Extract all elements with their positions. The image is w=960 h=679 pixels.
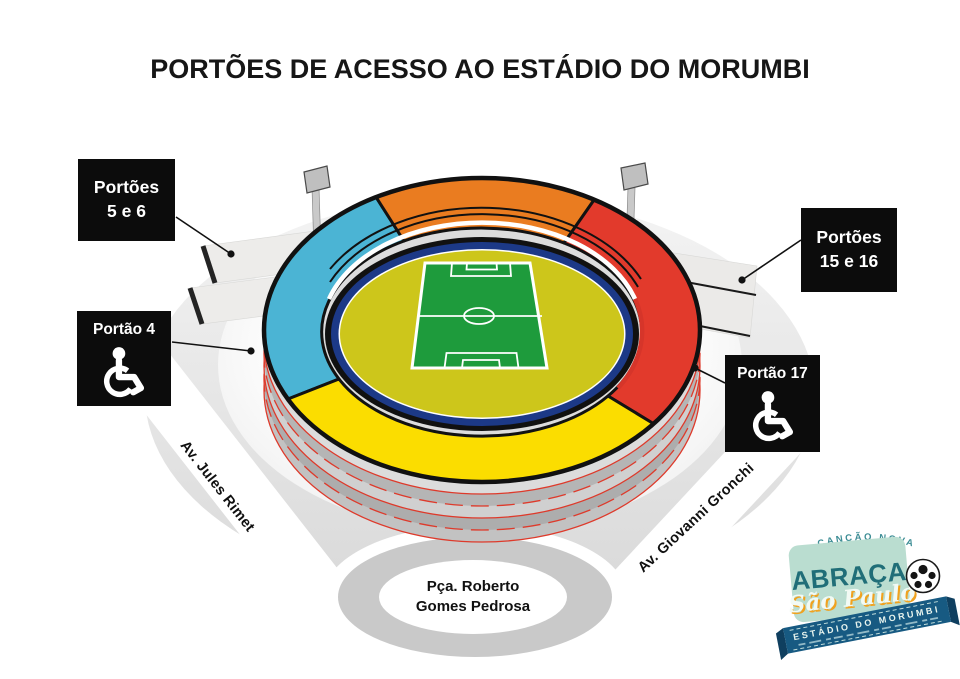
leader-gates-5-6 <box>175 216 232 255</box>
page-title: PORTÕES DE ACESSO AO ESTÁDIO DO MORUMBI <box>150 54 810 84</box>
wheelchair-icon <box>103 347 145 398</box>
gate-5-6-line1: Portões <box>93 177 160 198</box>
leader-gates-15-16 <box>741 239 802 281</box>
concourse-arcs <box>326 206 645 390</box>
leader-dots <box>227 250 746 372</box>
gate-label-5-6: Portões 5 e 6 <box>78 159 175 241</box>
roundabout-center <box>379 560 567 634</box>
leader-gate-17 <box>694 367 726 384</box>
leader-lines <box>171 216 802 384</box>
plaza-label: Pça. Roberto Gomes Pedrosa <box>388 577 558 618</box>
gate-label-4: Portão 4 <box>77 311 171 406</box>
plaza-line2: Gomes Pedrosa <box>415 598 531 615</box>
wheelchair-icon <box>752 391 793 442</box>
logo-ribbon-smallprint <box>798 616 939 646</box>
gate-15-16-line2: 15 e 16 <box>819 251 879 271</box>
plaza-line1: Pça. Roberto <box>426 577 520 595</box>
pitch-markings <box>418 262 542 369</box>
gate-label-17: Portão 17 <box>725 355 820 452</box>
pitch <box>410 261 549 370</box>
gate-17-label: Portão 17 <box>737 365 808 382</box>
event-logo: CANÇÃO NOVA ABRAÇA São Paulo São Paulo E… <box>775 532 960 661</box>
gate-4-label: Portão 4 <box>92 321 155 338</box>
gate-5-6-line2: 5 e 6 <box>107 201 146 221</box>
leader-gate-4 <box>171 341 252 352</box>
logo-badge <box>788 536 911 623</box>
soccer-ball-icon <box>905 558 941 594</box>
stadium-outer-rim <box>261 175 703 485</box>
gate-label-15-16: Portões 15 e 16 <box>801 208 897 292</box>
gate-15-16-line1: Portões <box>816 227 882 248</box>
